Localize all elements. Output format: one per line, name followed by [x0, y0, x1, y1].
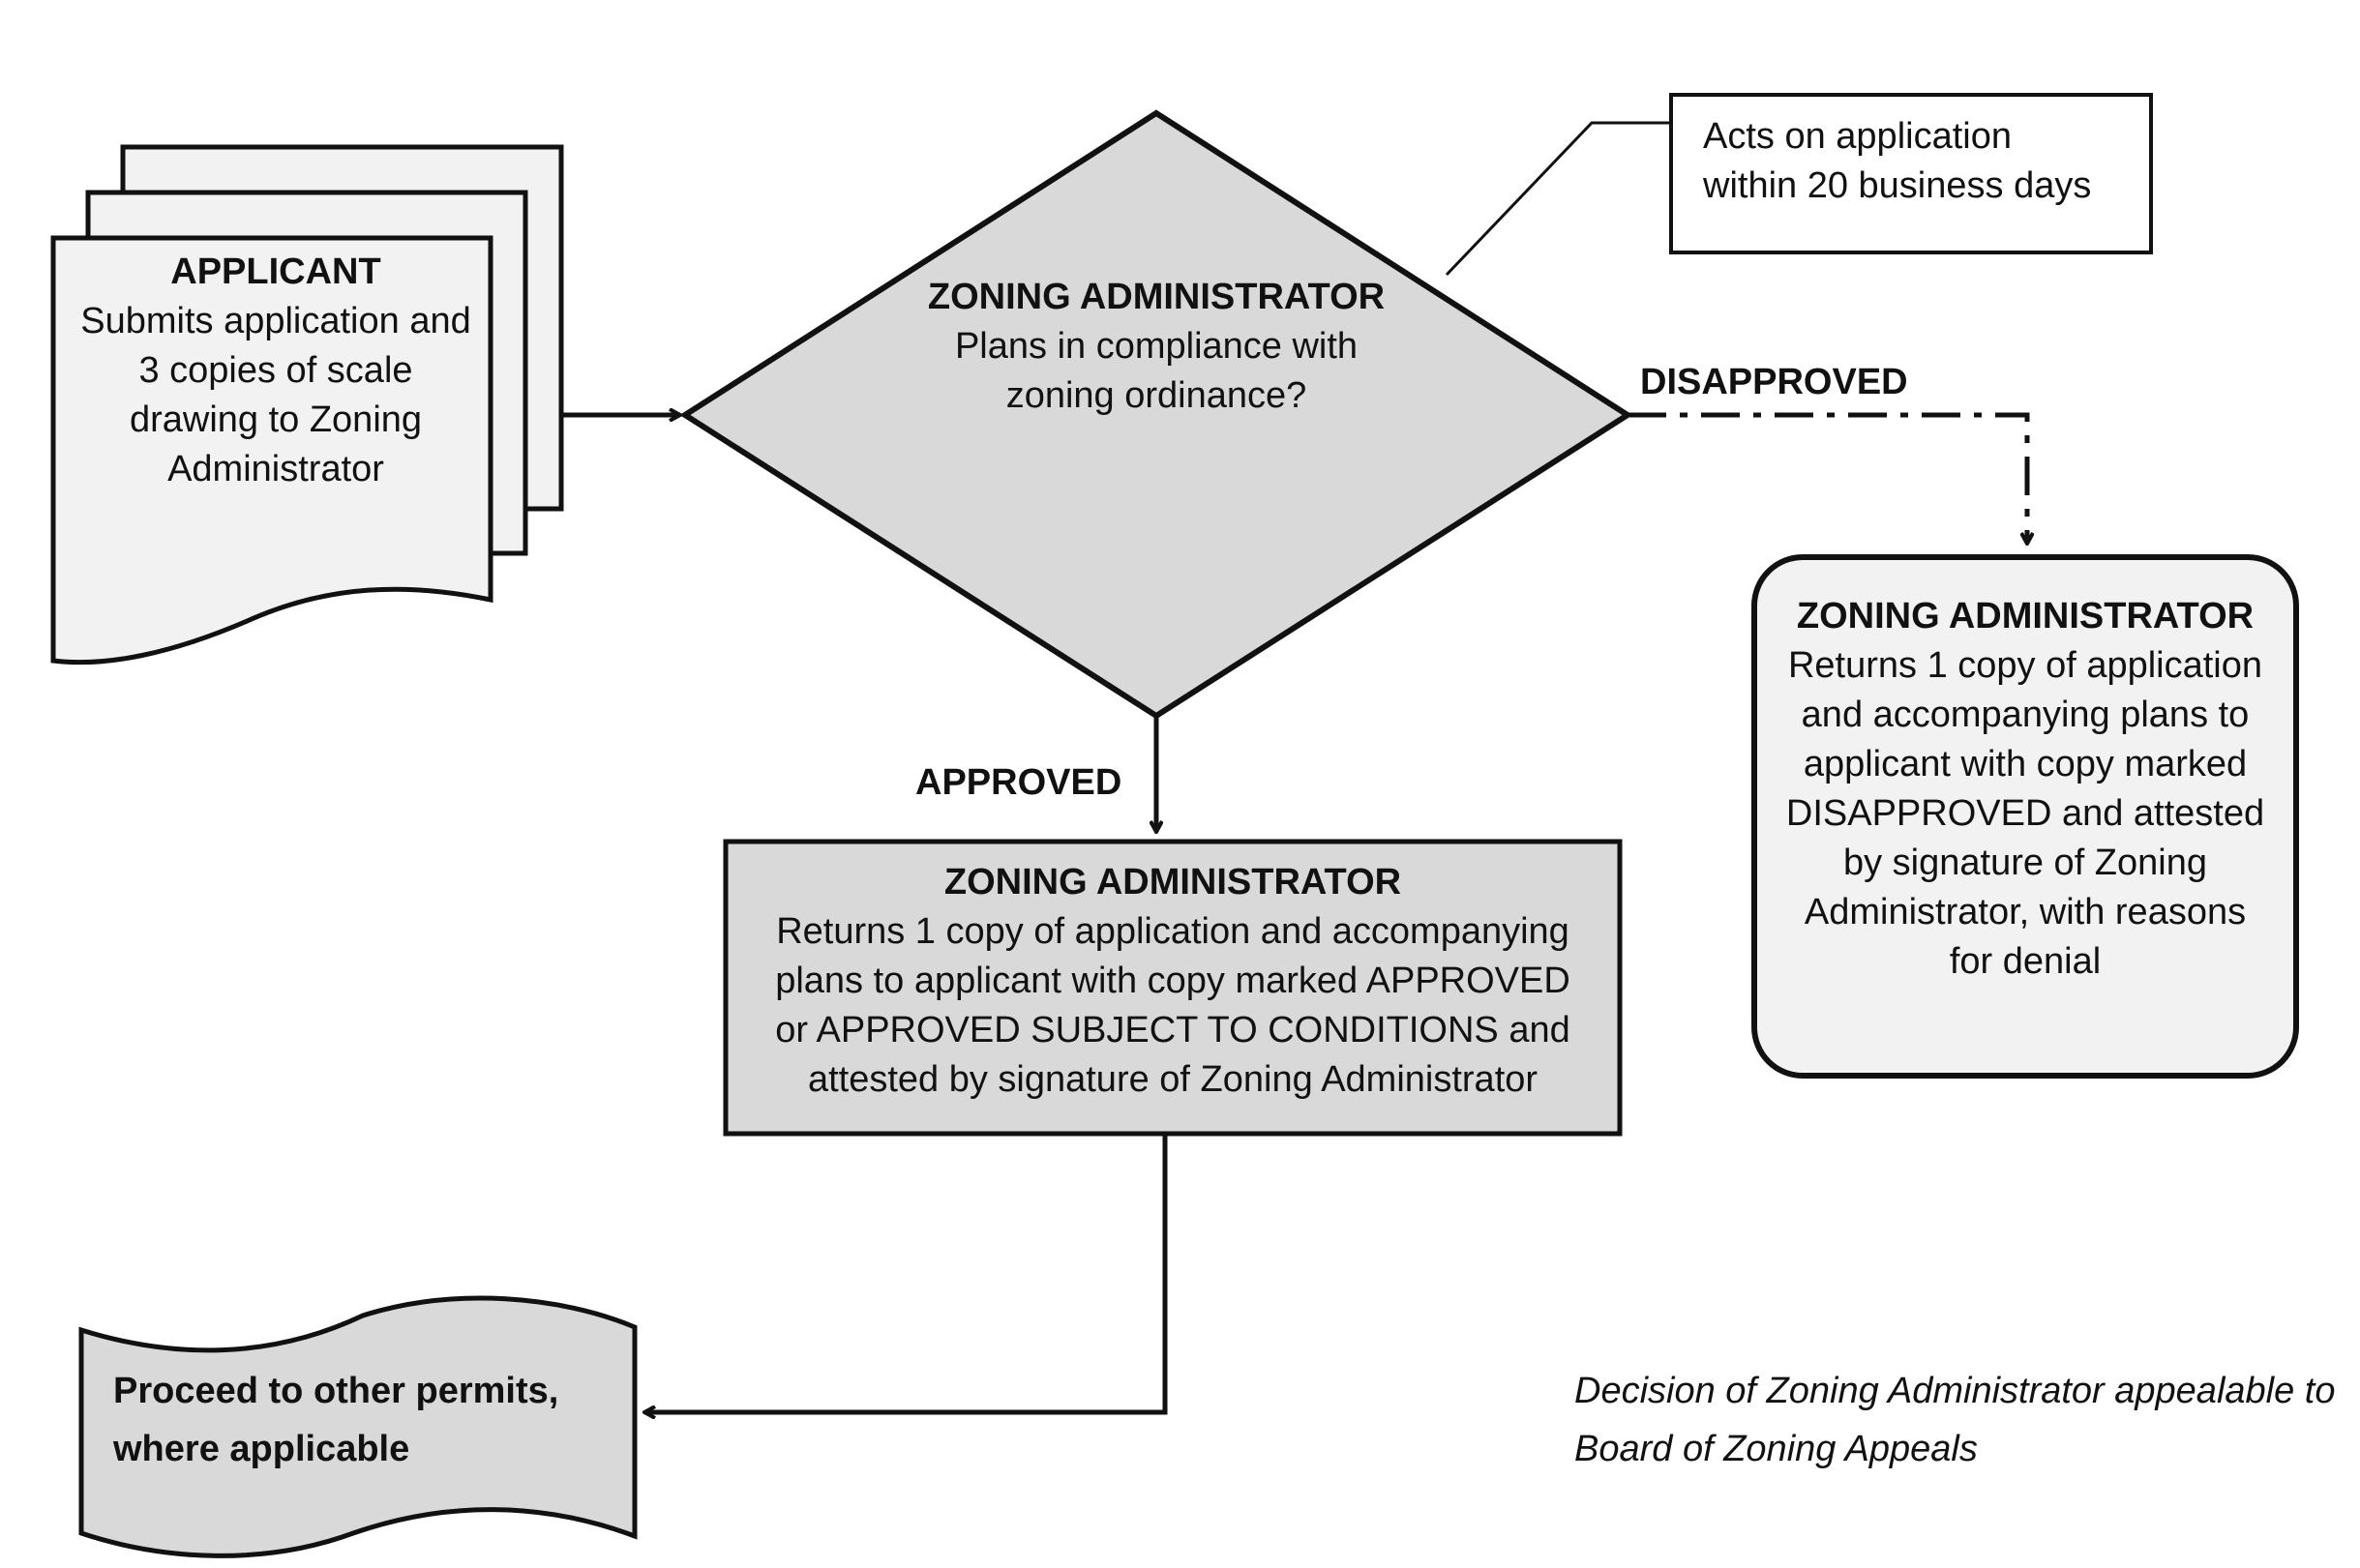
decision-question: Plans in compliance with zoning ordinanc…	[954, 326, 1359, 416]
approved-box-body: Returns 1 copy of application and accomp…	[775, 911, 1570, 1100]
approved-box	[723, 839, 1623, 1137]
approved-to-proceed-connector	[644, 1134, 1168, 1412]
proceed-text: Proceed to other permits, where applicab…	[113, 1362, 616, 1478]
approved-box-title: ZONING ADMINISTRATOR	[943, 862, 1402, 902]
approved-label: APPROVED	[915, 762, 1122, 803]
disapproved-box-title: ZONING ADMINISTRATOR	[1796, 596, 2255, 636]
decision-title: ZONING ADMINISTRATOR	[927, 277, 1386, 317]
timing-note-box	[1669, 93, 2153, 254]
appeal-note-line2: Board of Zoning Appeals	[1574, 1429, 1978, 1469]
applicant-title: APPLICANT	[170, 251, 381, 292]
disapproved-label: DISAPPROVED	[1640, 362, 1908, 402]
timing-note-text: Acts on application within 20 business d…	[1703, 112, 2138, 211]
appeal-note-line1: Decision of Zoning Administrator appeala…	[1574, 1371, 2336, 1411]
applicant-document-stack	[50, 144, 564, 666]
disapproved-box	[1751, 554, 2299, 1079]
disapproved-box-text: ZONING ADMINISTRATOR Returns 1 copy of a…	[1783, 592, 2267, 987]
proceed-line2: where applicable	[113, 1429, 410, 1469]
appeal-note: Decision of Zoning Administrator appeala…	[1574, 1362, 2348, 1478]
timing-note-line1: Acts on application	[1703, 116, 2012, 157]
timing-note-line2: within 20 business days	[1703, 165, 2092, 206]
applicant-text: APPLICANT Submits application and 3 copi…	[77, 248, 474, 494]
disapproved-box-body: Returns 1 copy of application and accomp…	[1785, 645, 2265, 982]
proceed-line1: Proceed to other permits,	[113, 1371, 559, 1411]
decision-text: ZONING ADMINISTRATOR Plans in compliance…	[905, 273, 1408, 421]
approved-box-text: ZONING ADMINISTRATOR Returns 1 copy of a…	[755, 858, 1591, 1105]
timing-callout-leader	[1445, 121, 1671, 277]
proceed-tape-shape	[78, 1295, 638, 1558]
applicant-body: Submits application and 3 copies of scal…	[80, 301, 471, 489]
disapproved-connector	[1628, 412, 2027, 544]
